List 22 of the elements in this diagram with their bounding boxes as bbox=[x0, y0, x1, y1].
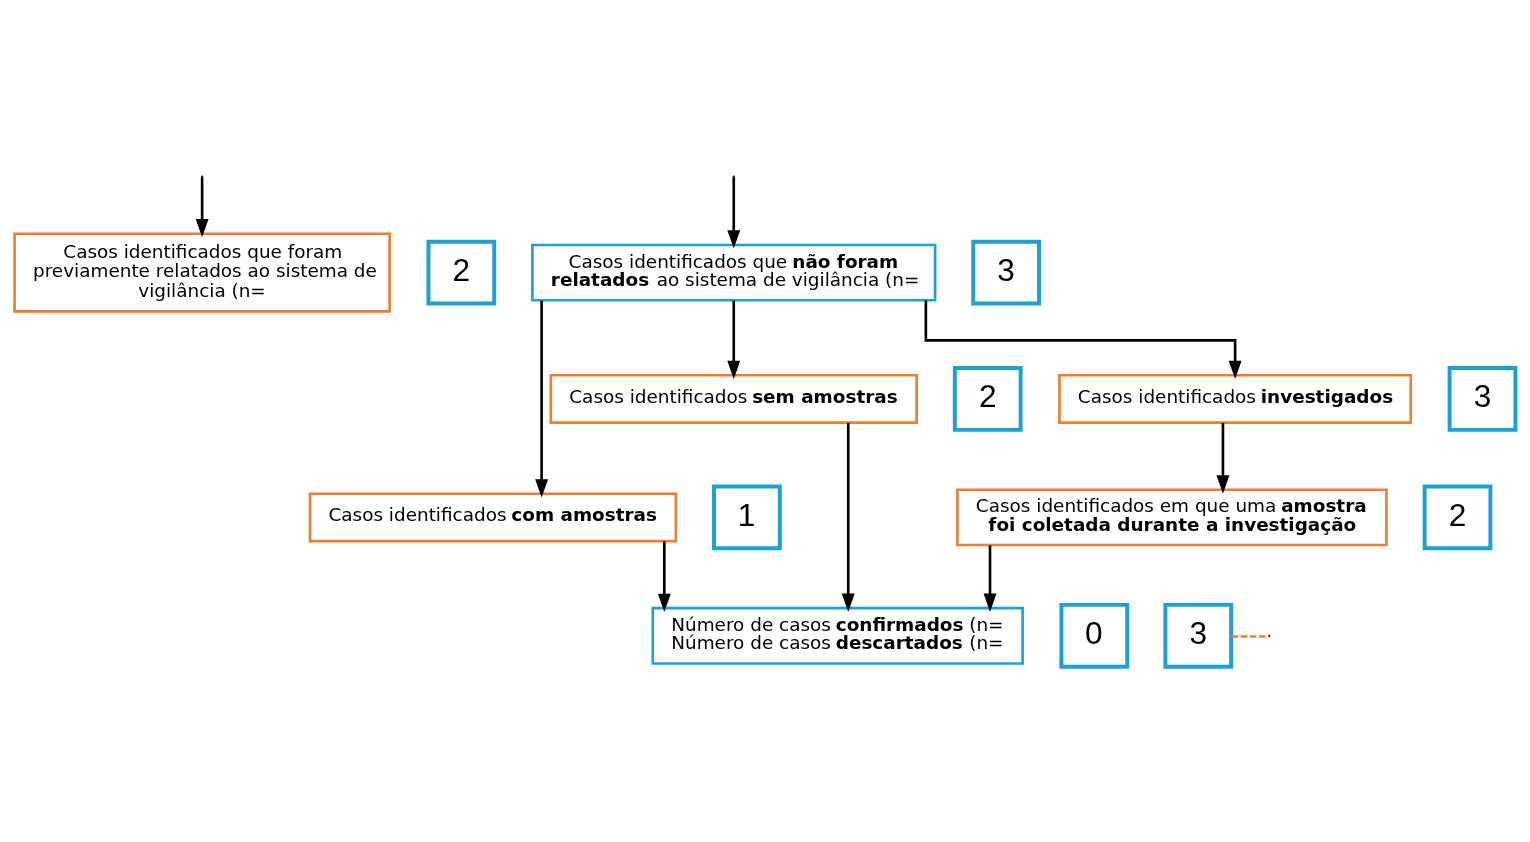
node-box: Número de casos confirmados (n= Número de casos descartados (n= bbox=[651, 606, 1024, 665]
node-box: 3 bbox=[1163, 602, 1234, 669]
node-box: Casos identificados investigados bbox=[1058, 373, 1413, 424]
node-box: Casos identificados com amostras bbox=[308, 491, 678, 542]
arrow bbox=[983, 544, 997, 612]
node-box: 2 bbox=[1422, 483, 1493, 550]
node-box: 0 bbox=[1059, 602, 1130, 669]
node-box: Casos identificados em que uma amostra foi coletada durante a investigação bbox=[956, 487, 1388, 546]
node-box: Casos identificados que não foram relatados ao sistema de vigilância (n= bbox=[531, 243, 937, 302]
arrow bbox=[535, 300, 549, 498]
arrow bbox=[924, 300, 1242, 379]
node-box: 3 bbox=[1447, 365, 1518, 432]
node-box: 3 bbox=[971, 239, 1041, 305]
arrow bbox=[657, 540, 671, 612]
arrow bbox=[841, 422, 855, 612]
node-box: Casos identificados que foram previamente relatados ao sistema de vigilância (n= bbox=[13, 232, 391, 313]
arrow bbox=[1216, 422, 1230, 494]
arrow bbox=[727, 300, 741, 379]
node-box: 2 bbox=[952, 365, 1023, 432]
node-box: 2 bbox=[426, 239, 497, 305]
node-box: Casos identificados sem amostras bbox=[549, 373, 918, 424]
node-box: 1 bbox=[712, 483, 782, 550]
